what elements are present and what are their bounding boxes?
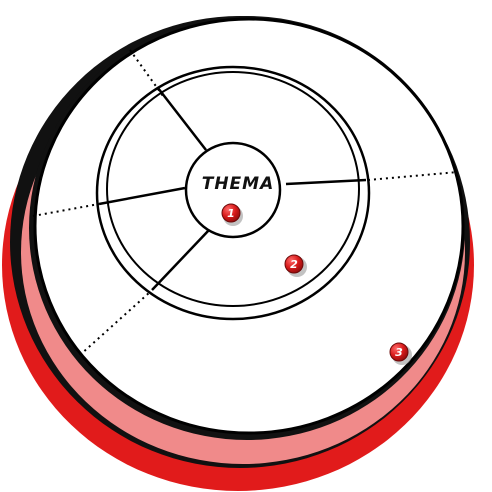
marker-3-label: 3 bbox=[395, 346, 403, 359]
marker-2-label: 2 bbox=[290, 258, 298, 271]
marker-1-label: 1 bbox=[227, 207, 235, 220]
center-label: THEMA bbox=[202, 174, 275, 194]
